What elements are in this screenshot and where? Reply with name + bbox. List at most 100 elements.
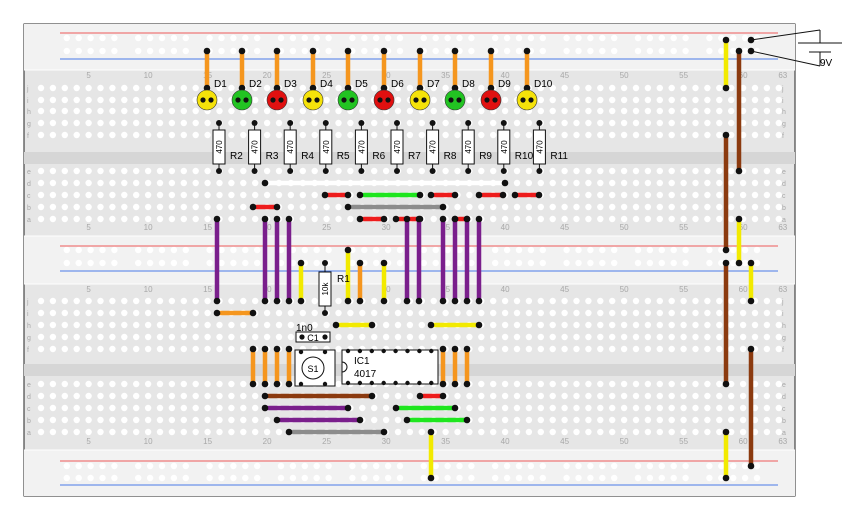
hole [537,428,544,436]
hole [537,297,544,305]
led-2 [231,89,253,111]
rail-hole [373,47,380,55]
hole [490,380,497,388]
hole [240,167,247,175]
hole [728,203,735,211]
hole [537,380,544,388]
ic1-label: IC1 [354,356,370,367]
rail-hole [432,474,439,482]
hole [49,428,57,436]
rail-hole [135,474,142,482]
hole [573,167,580,175]
hole [335,297,342,305]
hole [275,428,283,436]
rail-hole [301,246,308,254]
rail-hole [444,259,451,267]
ic1-pin [369,348,374,354]
hole [644,84,652,92]
hole [240,392,247,400]
hole [478,392,485,400]
resistor-value: 470 [286,140,295,154]
hole [573,215,580,223]
led-6 [373,89,395,111]
hole [37,333,45,341]
ic1-pin [369,380,374,386]
rail-hole [670,259,677,267]
hole [668,345,675,353]
hole [252,107,259,115]
hole [501,297,509,305]
hole [466,404,473,412]
hole [549,404,556,412]
hole [168,179,176,187]
rail-hole [741,34,749,42]
wire-green-end [463,416,471,424]
led-lead [341,97,347,103]
hole [763,333,771,341]
row-letter: j [26,299,29,306]
hole [775,119,782,127]
hole [133,380,140,388]
resistor-pin [287,168,294,174]
hole [537,179,544,187]
hole [751,392,759,400]
column-number-top: 60 [739,71,748,80]
hole [620,416,628,424]
hole [180,321,187,329]
wire-yellow-end [722,84,730,92]
hole [561,119,568,127]
hole [228,167,235,175]
hole [775,428,782,436]
hole [133,203,140,211]
hole [287,191,295,199]
wire-orange-end [249,345,257,353]
hole [549,297,556,305]
led-lead [448,97,454,103]
hole [525,404,533,412]
hole [109,179,116,187]
rail-hole [539,47,546,55]
hole [394,321,402,329]
rail-hole [706,34,713,42]
hole [561,309,568,317]
rail-hole [575,246,582,254]
hole [228,416,235,424]
rail-hole [575,462,582,470]
hole [168,416,176,424]
hole [573,416,580,424]
rail-hole [87,47,94,55]
hole [728,119,735,127]
hole [454,428,461,436]
resistor-label: R2 [230,151,243,162]
hole [216,191,223,199]
column-number-lower: 55 [679,285,688,294]
hole [632,84,640,92]
hole [228,345,235,353]
hole [156,416,164,424]
hole [240,203,247,211]
hole [716,392,723,400]
ic1-pin [405,348,410,354]
hole [394,297,402,305]
hole [716,167,723,175]
hole [656,96,663,104]
hole [180,179,187,187]
rail-hole [432,47,439,55]
column-number-top: 5 [86,71,91,80]
hole [192,179,199,187]
ic1-pin [429,380,434,386]
hole [656,333,663,341]
hole [299,107,306,115]
hole [252,191,259,199]
rail-hole [111,47,118,55]
s1-pin [298,381,304,387]
hole [751,404,759,412]
hole [121,345,128,353]
hole [728,167,735,175]
hole [311,297,318,305]
hole [121,392,128,400]
rail-hole [444,47,451,55]
hole [97,309,104,317]
hole [97,428,104,436]
hole [597,309,604,317]
